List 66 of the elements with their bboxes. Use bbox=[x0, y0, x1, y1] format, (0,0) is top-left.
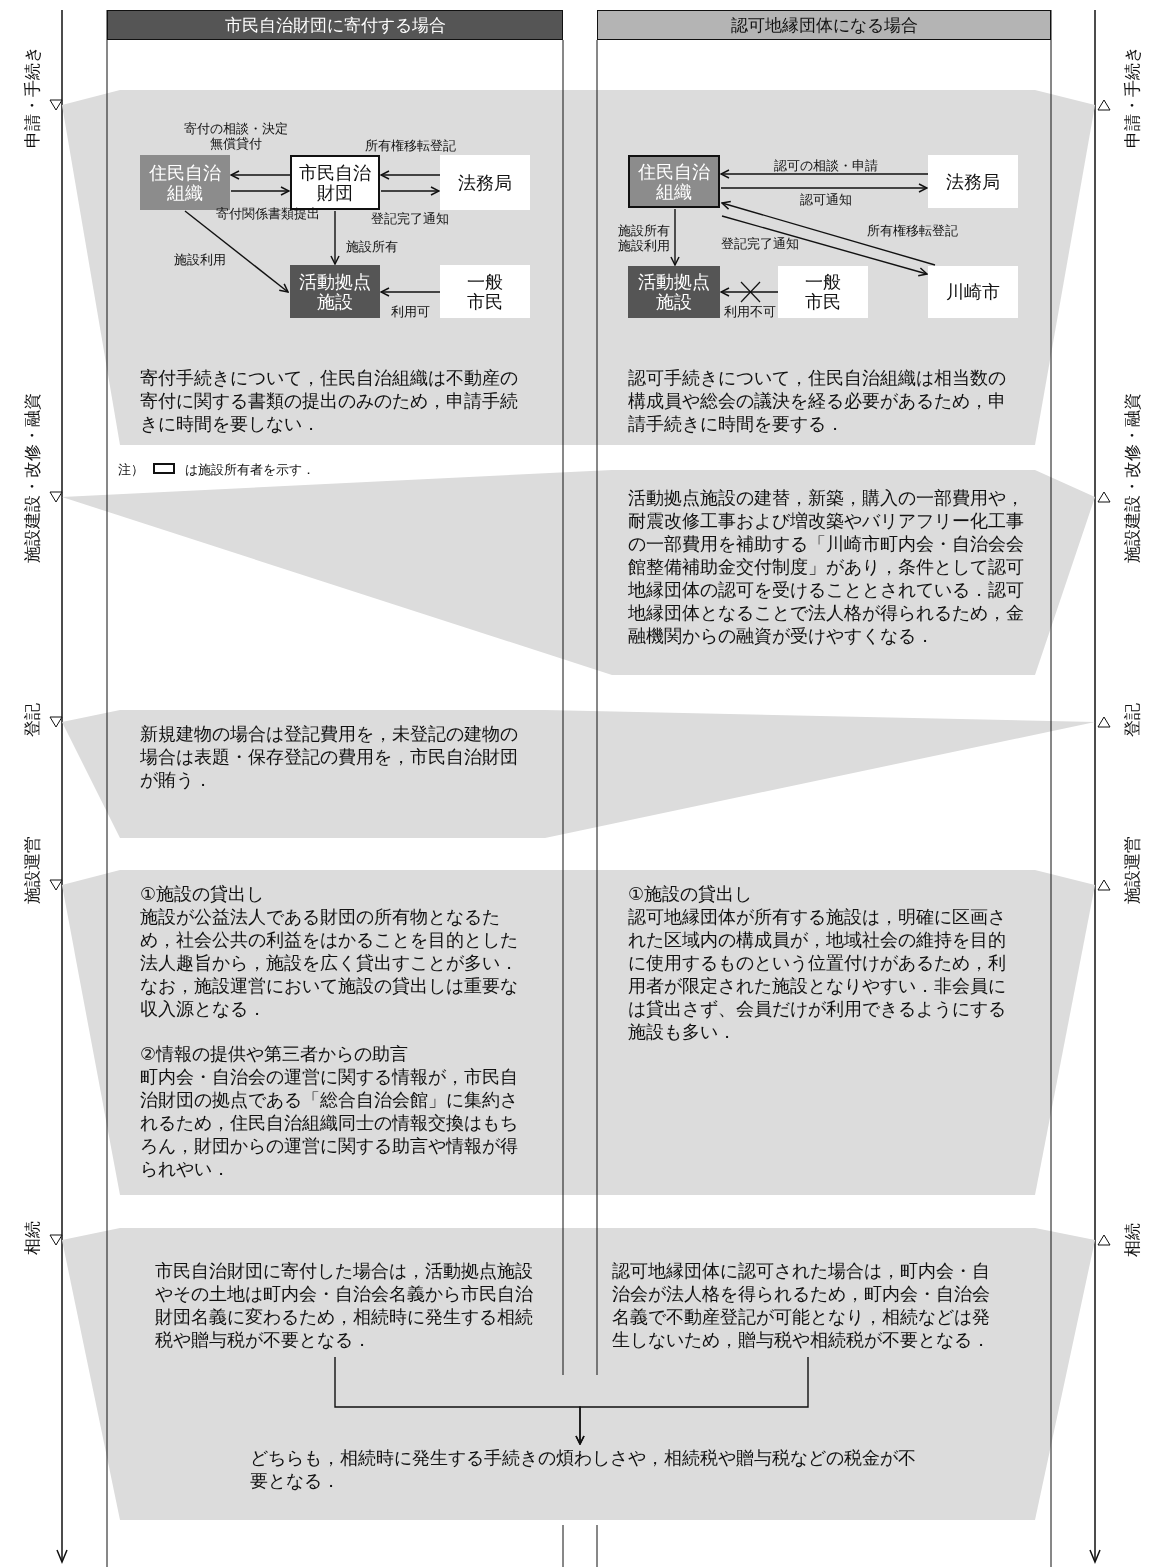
edge-label: 所有権移転登記 bbox=[364, 137, 456, 153]
arrow bbox=[721, 215, 928, 277]
entity-box: 法務局 bbox=[440, 155, 530, 210]
edge-label: 利用不可 bbox=[724, 303, 776, 319]
stage-label: 施設運営 bbox=[1120, 836, 1143, 904]
entity-box: 活動拠点施設 bbox=[290, 265, 380, 318]
edge-label: 施設所有 bbox=[346, 238, 398, 254]
entity-box: 市民自治財団 bbox=[290, 155, 380, 210]
description-text: 活動拠点施設の建替，新築，購入の一部費用や，耐震改修工事および増改築やバリアフリー化工事の一部費用を補助する「川崎市町内会・自治会会館整備補助金交付制度」があり，条件として認可地縁団体の認可を受けることとされている．認可地縁団体となることで法人格が得られるため，金融機関からの融資が受けやすくなる． bbox=[628, 486, 1025, 647]
stage-label: 申請・手続き bbox=[1120, 46, 1143, 148]
item-heading: ①施設の貸出し bbox=[628, 882, 754, 905]
stage-label: 相続 bbox=[1120, 1223, 1143, 1257]
arrow bbox=[330, 210, 340, 265]
arrow bbox=[230, 186, 290, 196]
stage-label: 施設運営 bbox=[20, 836, 43, 904]
item-heading: ②情報の提供や第三者からの助言 bbox=[140, 1042, 410, 1065]
description-text: 寄付手続きについて，住民自治組織は不動産の寄付に関する書類の提出のみのため，申請手続きに時間を要しない． bbox=[140, 366, 519, 435]
stage-label: 申請・手続き bbox=[20, 46, 43, 148]
description-text: 町内会・自治会の運営に関する情報が，市民自治財団の拠点である「総合自治会館」に集約されるため，住民自治組織同士の情報交換はもちろん，財団からの運営に関する助言や情報が得られやい． bbox=[140, 1065, 519, 1180]
edge-label: 認可通知 bbox=[800, 191, 852, 207]
entity-box: 川崎市 bbox=[928, 266, 1018, 318]
entity-box: 一般市民 bbox=[778, 266, 868, 318]
description-text: 施設が公益法人である財団の所有物となるため，社会公共の利益をはかることを目的とした法人趣旨から，施設を広く貸出すことが多い．なお，施設運営において施設の貸出しは重要な収入源となる． bbox=[140, 905, 519, 1020]
arrow bbox=[720, 287, 779, 297]
stage-band bbox=[62, 90, 1095, 445]
description-text: 認可地縁団体が所有する施設は，明確に区画された区域内の構成員が，地域社会の維持を目的に使用するものという位置付けがあるため，利用者が限定された施設となりやすい．非会員には貸出さず、会員だけが利用できるようにする施設も多い． bbox=[628, 905, 1007, 1043]
edge-label: 認可の相談・申請 bbox=[774, 157, 878, 173]
description-text: 市民自治財団に寄付した場合は，活動拠点施設やその土地は町内会・自治会名義から市民自治財団名義に変わるため，相続時に発生する相続税や贈与税が不要となる． bbox=[155, 1259, 545, 1351]
edge-label: 寄付の相談・決定無償貸付 bbox=[183, 121, 289, 151]
arrow bbox=[721, 200, 936, 266]
entity-box: 法務局 bbox=[928, 155, 1018, 208]
bracket-arrow bbox=[575, 1356, 809, 1445]
arrow bbox=[720, 183, 928, 193]
stage-label: 登記 bbox=[20, 703, 43, 737]
description-text: どちらも，相続時に発生する手続きの煩わしさや，相続税や贈与税などの税金が不要となる． bbox=[250, 1446, 918, 1492]
stage-label: 施設建設・改修・融資 bbox=[1120, 393, 1143, 563]
note-label: 注） bbox=[118, 461, 144, 479]
edge-label: 所有権移転登記 bbox=[866, 222, 958, 238]
arrow bbox=[380, 170, 441, 180]
stage-band bbox=[62, 1228, 1095, 1520]
description-text: 新規建物の場合は登記費用を，未登記の建物の場合は表題・保存登記の費用を，市民自治財団が賄う． bbox=[140, 722, 519, 791]
entity-box: 一般市民 bbox=[440, 265, 530, 318]
arrow bbox=[720, 169, 929, 179]
arrow bbox=[184, 210, 289, 293]
edge-label: 登記完了通知 bbox=[721, 235, 799, 251]
stage-label: 登記 bbox=[1120, 703, 1143, 737]
column-header: 認可地縁団体になる場合 bbox=[597, 10, 1051, 40]
entity-box: 住民自治組織 bbox=[628, 155, 720, 208]
column-header: 市民自治財団に寄付する場合 bbox=[107, 10, 563, 40]
description-text: 認可地縁団体に認可された場合は，町内会・自治会が法人格を得られるため，町内会・自治会名義で不動産登記が可能となり，相続などは発生しないため，贈与税や相続税が不要となる． bbox=[612, 1259, 1002, 1351]
entity-box: 活動拠点施設 bbox=[628, 266, 720, 318]
stage-band bbox=[62, 710, 1095, 838]
edge-label: 利用可 bbox=[390, 303, 430, 319]
description-text: 認可手続きについて，住民自治組織は相当数の構成員や総会の議決を経る必要があるため，申請手続きに時間を要する． bbox=[628, 366, 1007, 435]
edge-label: 施設利用 bbox=[174, 251, 226, 267]
arrow bbox=[670, 208, 680, 266]
stage-label: 施設建設・改修・融資 bbox=[20, 393, 43, 563]
item-heading: ①施設の貸出し bbox=[140, 882, 266, 905]
legend-label: は施設所有者を示す． bbox=[185, 461, 315, 479]
arrow bbox=[380, 287, 441, 297]
arrow bbox=[380, 186, 440, 196]
stage-label: 相続 bbox=[20, 1221, 43, 1255]
edge-label: 登記完了通知 bbox=[371, 210, 449, 226]
stage-band bbox=[62, 870, 1095, 1195]
edge-label: 施設所有施設利用 bbox=[617, 223, 671, 253]
arrow bbox=[230, 170, 291, 180]
